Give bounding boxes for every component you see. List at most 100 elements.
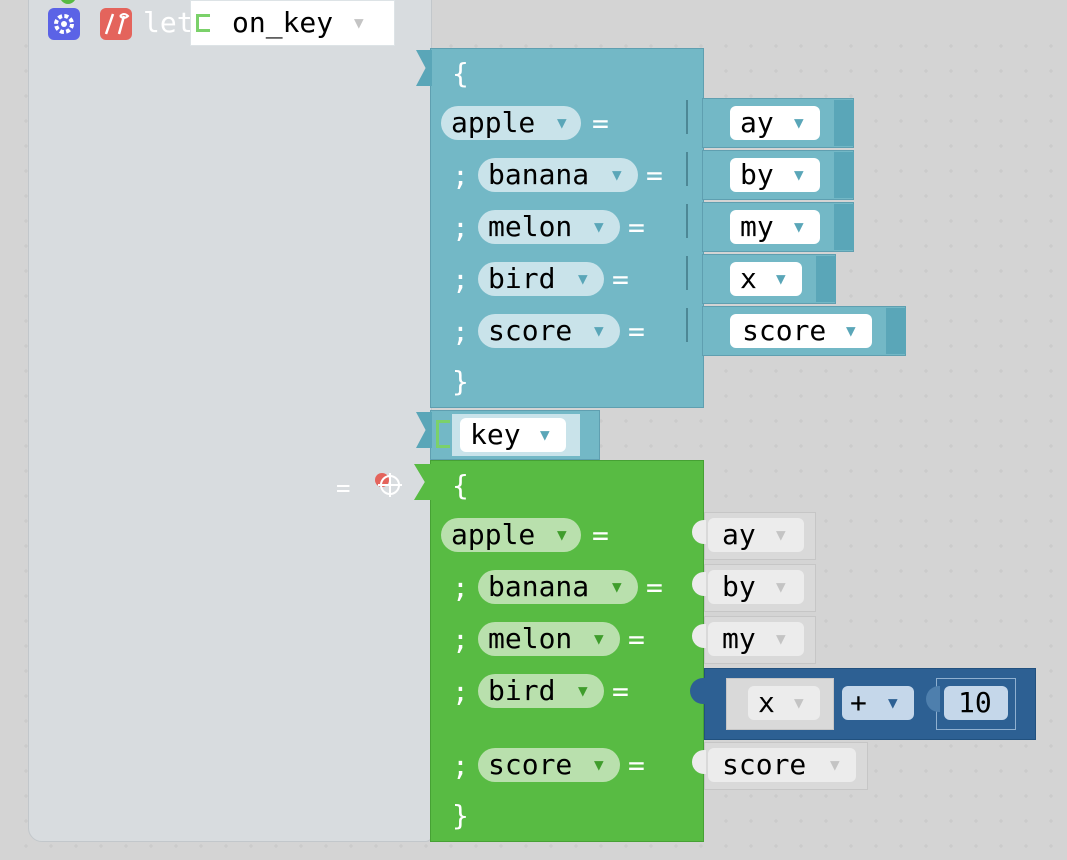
grid-dot bbox=[1049, 344, 1053, 348]
gear-icon[interactable] bbox=[48, 8, 80, 40]
number-input[interactable]: 10 bbox=[944, 686, 1008, 720]
value-dropdown[interactable]: ay ▼ bbox=[730, 106, 820, 140]
grid-dot bbox=[924, 169, 928, 173]
grid-dot bbox=[824, 94, 828, 98]
value-dropdown[interactable]: by ▼ bbox=[708, 570, 804, 604]
grid-dot bbox=[899, 294, 903, 298]
grid-dot bbox=[1024, 744, 1028, 748]
operand-dropdown[interactable]: x ▼ bbox=[748, 686, 820, 720]
grid-dot bbox=[1024, 294, 1028, 298]
grid-dot bbox=[774, 494, 778, 498]
result-field-name-dropdown[interactable]: banana ▼ bbox=[478, 570, 638, 604]
grid-dot bbox=[1024, 544, 1028, 548]
grid-dot bbox=[449, 844, 453, 848]
grid-dot bbox=[1024, 94, 1028, 98]
grid-dot bbox=[724, 494, 728, 498]
grid-dot bbox=[949, 819, 953, 823]
grid-dot bbox=[974, 419, 978, 423]
grid-dot bbox=[674, 419, 678, 423]
equals-sign: = bbox=[628, 211, 645, 244]
field-name-text: bird bbox=[488, 262, 556, 295]
grid-dot bbox=[849, 619, 853, 623]
grid-dot bbox=[1049, 144, 1053, 148]
grid-dot bbox=[1024, 44, 1028, 48]
grid-dot bbox=[724, 419, 728, 423]
grid-dot bbox=[699, 44, 703, 48]
dropdown-arrow-icon: ▼ bbox=[776, 269, 786, 288]
grid-dot bbox=[24, 169, 28, 173]
dropdown-arrow-icon: ▼ bbox=[794, 113, 804, 132]
grid-dot bbox=[849, 394, 853, 398]
let-block[interactable] bbox=[28, 0, 432, 842]
grid-dot bbox=[874, 194, 878, 198]
grid-dot bbox=[924, 119, 928, 123]
result-field-name-dropdown[interactable]: bird ▼ bbox=[478, 674, 604, 708]
grid-dot bbox=[974, 444, 978, 448]
grid-dot bbox=[24, 219, 28, 223]
grid-dot bbox=[1049, 219, 1053, 223]
result-field-name-dropdown[interactable]: apple ▼ bbox=[441, 518, 581, 552]
grid-dot bbox=[874, 69, 878, 73]
grid-dot bbox=[849, 594, 853, 598]
value-dropdown[interactable]: score ▼ bbox=[708, 748, 856, 782]
grid-dot bbox=[799, 69, 803, 73]
variable-name-dropdown[interactable]: on_key ▼ bbox=[222, 5, 382, 41]
number-nub bbox=[926, 686, 940, 712]
grid-dot bbox=[949, 69, 953, 73]
reporter-nub bbox=[692, 750, 706, 774]
grid-dot bbox=[1024, 469, 1028, 473]
grid-dot bbox=[974, 244, 978, 248]
grid-dot bbox=[299, 844, 303, 848]
value-dropdown[interactable]: by ▼ bbox=[730, 158, 820, 192]
grid-dot bbox=[674, 844, 678, 848]
grid-dot bbox=[349, 844, 353, 848]
field-name-text: apple bbox=[451, 518, 536, 551]
value-dropdown[interactable]: my ▼ bbox=[730, 210, 820, 244]
record-field-name-dropdown[interactable]: apple ▼ bbox=[441, 106, 581, 140]
grid-dot bbox=[874, 819, 878, 823]
grid-dot bbox=[849, 494, 853, 498]
grid-dot bbox=[24, 494, 28, 498]
grid-dot bbox=[899, 519, 903, 523]
parameter-dropdown[interactable]: key ▼ bbox=[460, 418, 566, 452]
grid-dot bbox=[1024, 194, 1028, 198]
grid-dot bbox=[24, 144, 28, 148]
result-field-name-dropdown[interactable]: score ▼ bbox=[478, 748, 620, 782]
grid-dot bbox=[924, 819, 928, 823]
grid-dot bbox=[849, 444, 853, 448]
value-dropdown[interactable]: my ▼ bbox=[708, 622, 804, 656]
operator-dropdown[interactable]: + ▼ bbox=[842, 686, 914, 720]
target-icon[interactable] bbox=[370, 470, 406, 500]
grid-dot bbox=[874, 744, 878, 748]
debug-icon[interactable] bbox=[100, 8, 132, 40]
grid-dot bbox=[1024, 69, 1028, 73]
value-dropdown[interactable]: score ▼ bbox=[730, 314, 872, 348]
grid-dot bbox=[849, 544, 853, 548]
grid-dot bbox=[999, 744, 1003, 748]
grid-dot bbox=[849, 794, 853, 798]
record-field-name-dropdown[interactable]: score ▼ bbox=[478, 314, 620, 348]
grid-dot bbox=[774, 44, 778, 48]
grid-dot bbox=[24, 669, 28, 673]
grid-dot bbox=[974, 769, 978, 773]
grid-dot bbox=[899, 394, 903, 398]
grid-dot bbox=[774, 419, 778, 423]
grid-dot bbox=[724, 94, 728, 98]
grid-dot bbox=[1049, 819, 1053, 823]
grid-dot bbox=[324, 844, 328, 848]
grid-dot bbox=[999, 569, 1003, 573]
grid-dot bbox=[824, 819, 828, 823]
record-field-name-dropdown[interactable]: bird ▼ bbox=[478, 262, 604, 296]
grid-dot bbox=[824, 569, 828, 573]
grid-dot bbox=[774, 69, 778, 73]
record-field-name-dropdown[interactable]: banana ▼ bbox=[478, 158, 638, 192]
grid-dot bbox=[799, 494, 803, 498]
record-field-name-dropdown[interactable]: melon ▼ bbox=[478, 210, 620, 244]
grid-dot bbox=[249, 844, 253, 848]
grid-dot bbox=[899, 194, 903, 198]
value-dropdown[interactable]: x ▼ bbox=[730, 262, 802, 296]
value-dropdown[interactable]: ay ▼ bbox=[708, 518, 804, 552]
grid-dot bbox=[774, 369, 778, 373]
result-field-name-dropdown[interactable]: melon ▼ bbox=[478, 622, 620, 656]
number-text: 10 bbox=[958, 686, 992, 719]
